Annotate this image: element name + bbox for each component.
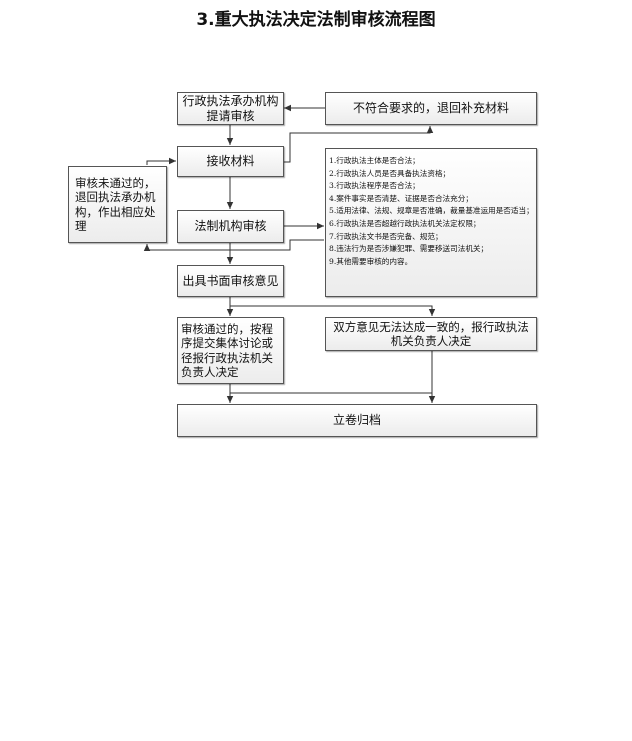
box-return: 审核未通过的，退回执法承办机构，作出相应处理 <box>68 166 167 243</box>
box-legal-review: 法制机构审核 <box>177 210 284 243</box>
box-reject: 不符合要求的，退回补充材料 <box>325 92 537 125</box>
box-review-criteria: 1.行政执法主体是否合法； 2.行政执法人员是否具备执法资格； 3.行政执法程序… <box>325 148 537 297</box>
criteria-item: 2.行政执法人员是否具备执法资格； <box>329 168 451 178</box>
box-disagree: 双方意见无法达成一致的，报行政执法机关负责人决定 <box>325 317 537 351</box>
arrow-opinion-to-disagree <box>230 305 436 316</box>
box-archive: 立卷归档 <box>177 404 537 437</box>
criteria-item: 8.违法行为是否涉嫌犯罪、需要移送司法机关； <box>329 244 489 254</box>
criteria-item: 7.行政执法文书是否完备、规范； <box>329 231 443 241</box>
criteria-list: 1.行政执法主体是否合法； 2.行政执法人员是否具备执法资格； 3.行政执法程序… <box>329 155 534 268</box>
arrow-criteria-to-review <box>143 239 324 251</box>
box-opinion: 出具书面审核意见 <box>177 265 284 297</box>
page-title: 3.重大执法决定法制审核流程图 <box>196 10 436 30</box>
criteria-item: 5.适用法律、法规、规章是否准确，裁量基准运用是否适当； <box>329 206 534 216</box>
box-passed: 审核通过的，按程序提交集体讨论或径报行政执法机关负责人决定 <box>177 317 284 384</box>
arrow-return-to-receive <box>146 157 176 165</box>
box-submit: 行政执法承办机构提请审核 <box>177 92 284 125</box>
box-receive: 接收材料 <box>177 146 284 177</box>
arrow-receive-to-reject <box>284 126 434 163</box>
criteria-item: 1.行政执法主体是否合法； <box>329 156 420 165</box>
criteria-item: 6.行政执法是否超越行政执法机关法定权限； <box>329 218 481 228</box>
criteria-item: 9.其他需要审核的内容。 <box>329 256 413 266</box>
criteria-item: 4.案件事实是否清楚、证据是否合法充分； <box>329 193 473 203</box>
criteria-item: 3.行政执法程序是否合法； <box>329 181 420 191</box>
